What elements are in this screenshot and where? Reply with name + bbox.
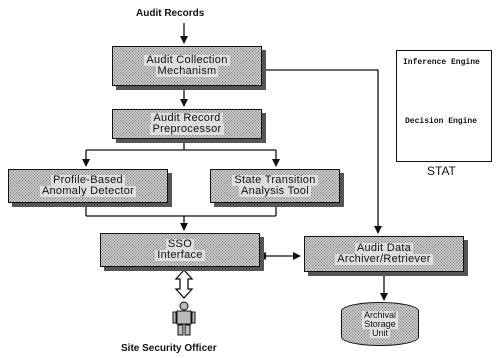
anomaly-detector-box: Profile-Based Anomaly Detector xyxy=(8,169,168,203)
audit-collection-line-1: Audit Collection xyxy=(144,54,230,66)
sso-interface-box: SSO Interface xyxy=(100,233,260,267)
audit-collection-box: Audit Collection Mechanism xyxy=(112,46,262,86)
preprocessor-box: Audit Record Preprocessor xyxy=(112,109,262,139)
arrow-collection-to-archiver xyxy=(266,69,382,234)
state-transition-box: State Transition Analysis Tool xyxy=(210,169,340,203)
stat-label: STAT xyxy=(427,164,456,178)
site-security-officer-label: Site Security Officer xyxy=(121,343,217,354)
archiver-line-2: Archiver/Retriever xyxy=(335,253,433,265)
archiver-box: Audit Data Archiver/Retriever xyxy=(304,236,464,272)
storage-line-2: Storage xyxy=(362,318,398,329)
state-transition-line-1: State Transition xyxy=(232,174,318,186)
state-transition-line-2: Analysis Tool xyxy=(239,185,311,197)
officer-figure-icon xyxy=(172,301,196,336)
sso-interface-line-2: Interface xyxy=(155,249,205,261)
storage-line-3: Unit xyxy=(369,327,390,338)
preprocessor-line-2: Preprocessor xyxy=(150,123,224,135)
preprocessor-line-1: Audit Record xyxy=(151,112,223,124)
anomaly-detector-line-1: Profile-Based xyxy=(51,174,125,186)
inference-engine-label: Inference Engine xyxy=(403,58,480,67)
archiver-line-1: Audit Data xyxy=(354,242,414,254)
audit-records-label: Audit Records xyxy=(136,8,205,19)
storage-line-1: Archival xyxy=(361,309,398,320)
decision-engine-label: Decision Engine xyxy=(405,117,478,126)
archival-storage-unit: Archival Storage Unit xyxy=(341,302,419,346)
sso-interface-line-1: SSO xyxy=(165,238,195,250)
anomaly-detector-line-2: Anomaly Detector xyxy=(39,185,137,197)
stat-panel xyxy=(396,50,492,162)
audit-collection-line-2: Mechanism xyxy=(155,65,219,77)
arrow-sso-officer xyxy=(174,269,194,299)
